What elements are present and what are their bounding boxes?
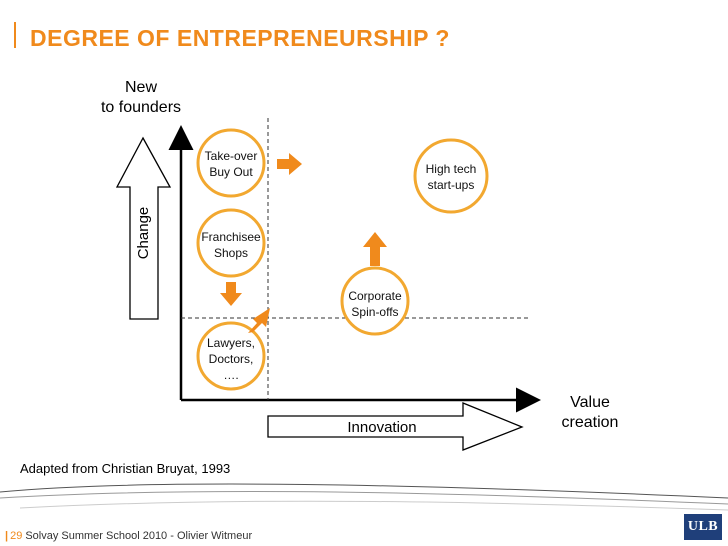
franchisee-label-line2: Shops <box>213 246 249 260</box>
innovation-arrow-shape <box>267 402 524 451</box>
y-axis-label: New to founders <box>86 78 196 118</box>
x-axis-label-line1: Value <box>570 394 610 411</box>
corporate-circle <box>340 266 410 336</box>
corporate-label: Corporate Spin-offs <box>335 288 415 320</box>
footer-pipe: | <box>5 530 9 542</box>
page-number: 29 <box>10 530 23 542</box>
lawyers-label-line1: Lawyers, <box>206 336 256 350</box>
takeover-circle <box>196 128 266 198</box>
franchisee-label: Franchisee Shops <box>186 229 276 261</box>
hightech-circle <box>413 138 489 214</box>
x-axis-label-line2: creation <box>561 414 619 431</box>
slide-title: DEGREE OF ENTREPRENEURSHIP ? <box>30 25 450 51</box>
footer-swoosh <box>0 483 728 511</box>
takeover-label-line1: Take-over <box>204 149 258 163</box>
takeover-label-line2: Buy Out <box>209 165 253 179</box>
lawyers-circle <box>196 321 266 391</box>
lawyers-label: Lawyers, Doctors, …. <box>191 335 271 383</box>
title-accent-bar <box>14 22 16 48</box>
footer-text: Solvay Summer School 2010 - Olivier Witm… <box>25 530 253 542</box>
takeover-right-arrow <box>277 153 302 175</box>
corporate-label-line1: Corporate <box>348 289 402 303</box>
change-arrow-label: Change <box>135 206 152 260</box>
y-axis-label-line2: to founders <box>100 99 182 116</box>
y-axis-label-line1: New <box>124 79 157 96</box>
takeover-label: Take-over Buy Out <box>191 148 271 180</box>
hightech-label-line2: start-ups <box>427 178 475 192</box>
x-axis-label: Value creation <box>540 393 640 433</box>
franchisee-circle <box>196 208 266 278</box>
hightech-label: High tech start-ups <box>411 161 491 193</box>
ulb-logo: ULB <box>684 514 722 540</box>
innovation-arrow-label: Innovation <box>347 419 417 436</box>
lawyers-diagonal-arrow <box>248 308 270 333</box>
change-arrow-shape <box>115 136 172 320</box>
corporate-up-arrow <box>363 232 387 266</box>
corporate-label-line2: Spin-offs <box>351 305 399 319</box>
hightech-label-line1: High tech <box>425 162 477 176</box>
lawyers-label-line2: Doctors, <box>208 352 254 366</box>
franchisee-label-line1: Franchisee <box>201 230 261 244</box>
lawyers-label-line3: …. <box>223 368 239 382</box>
source-footnote: Adapted from Christian Bruyat, 1993 <box>20 461 231 476</box>
franchisee-down-arrow <box>220 282 242 306</box>
